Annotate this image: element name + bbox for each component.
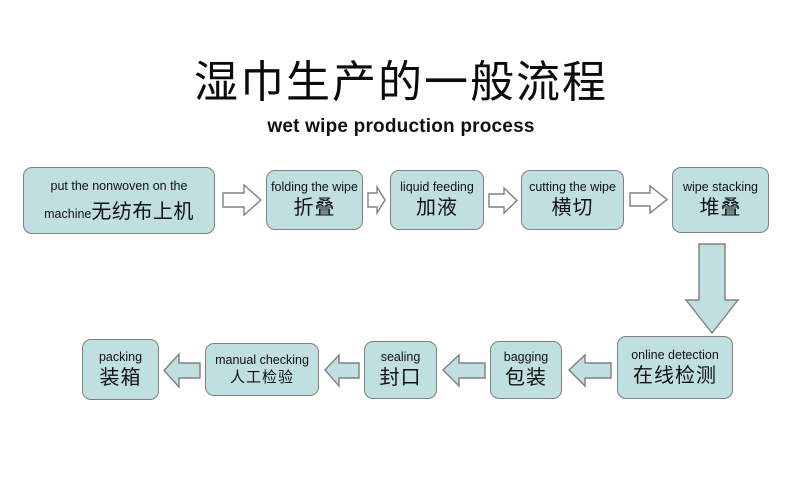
arrow-online-detection-to-bagging xyxy=(568,353,612,388)
process-node-packing[interactable]: packing 装箱 xyxy=(82,339,159,400)
node-label-en-online-detection: online detection xyxy=(631,347,719,362)
arrow-nonwoven-to-folding xyxy=(222,183,262,217)
process-node-manual-checking[interactable]: manual checking 人工检验 xyxy=(205,343,319,396)
node-label-en-liquid-feeding: liquid feeding xyxy=(400,180,474,194)
node-label-zh-folding: 折叠 xyxy=(293,195,336,219)
node-label-en-nonwoven: put the nonwoven on the xyxy=(50,178,188,193)
node-label-en-cutting: cutting the wipe xyxy=(529,180,616,194)
node-label-zh-nonwoven: 无纺布上机 xyxy=(91,198,194,223)
arrow-stacking-to-online-detection xyxy=(682,243,742,335)
arrow-bagging-to-sealing xyxy=(442,353,486,388)
node-label-zh-bagging: 包装 xyxy=(505,365,547,389)
process-node-sealing[interactable]: sealing 封口 xyxy=(364,341,437,399)
node-label-en-sealing: sealing xyxy=(380,350,421,364)
arrow-folding-to-liquid-feeding xyxy=(367,185,386,215)
node-label-en-folding: folding the wipe xyxy=(271,180,358,194)
process-node-stacking[interactable]: wipe stacking 堆叠 xyxy=(672,167,769,233)
node-label-zh-stacking: 堆叠 xyxy=(699,195,742,219)
node-label-en2-nonwoven: machine xyxy=(44,206,92,221)
process-node-folding[interactable]: folding the wipe 折叠 xyxy=(266,170,363,230)
arrow-manual-checking-to-packing xyxy=(163,352,201,389)
node-label-en-bagging: bagging xyxy=(503,350,549,364)
arrow-sealing-to-manual-checking xyxy=(324,353,360,388)
node-label-zh-manual-checking: 人工检验 xyxy=(229,367,294,386)
page-subtitle-english: wet wipe production process xyxy=(267,116,535,137)
process-node-online-detection[interactable]: online detection 在线检测 xyxy=(617,336,733,399)
page-title-chinese: 湿巾生产的一般流程 xyxy=(194,57,608,108)
node-label-zh-packing: 装箱 xyxy=(99,364,142,389)
node-label-en-manual-checking: manual checking xyxy=(215,352,309,367)
node-label-zh-sealing: 封口 xyxy=(379,365,422,389)
node-label-zh-cutting: 横切 xyxy=(551,195,594,219)
process-node-cutting[interactable]: cutting the wipe 横切 xyxy=(521,170,624,230)
arrow-liquid-feeding-to-cutting xyxy=(488,186,518,215)
node-label-en-packing: packing xyxy=(98,349,143,364)
node-label-zh-online-detection: 在线检测 xyxy=(633,362,717,387)
process-node-liquid-feeding[interactable]: liquid feeding 加液 xyxy=(390,170,484,230)
node-label-zh-liquid-feeding: 加液 xyxy=(416,195,458,219)
node-label-en-stacking: wipe stacking xyxy=(682,180,759,194)
arrow-cutting-to-stacking xyxy=(629,184,668,215)
process-node-bagging[interactable]: bagging 包装 xyxy=(490,341,562,399)
